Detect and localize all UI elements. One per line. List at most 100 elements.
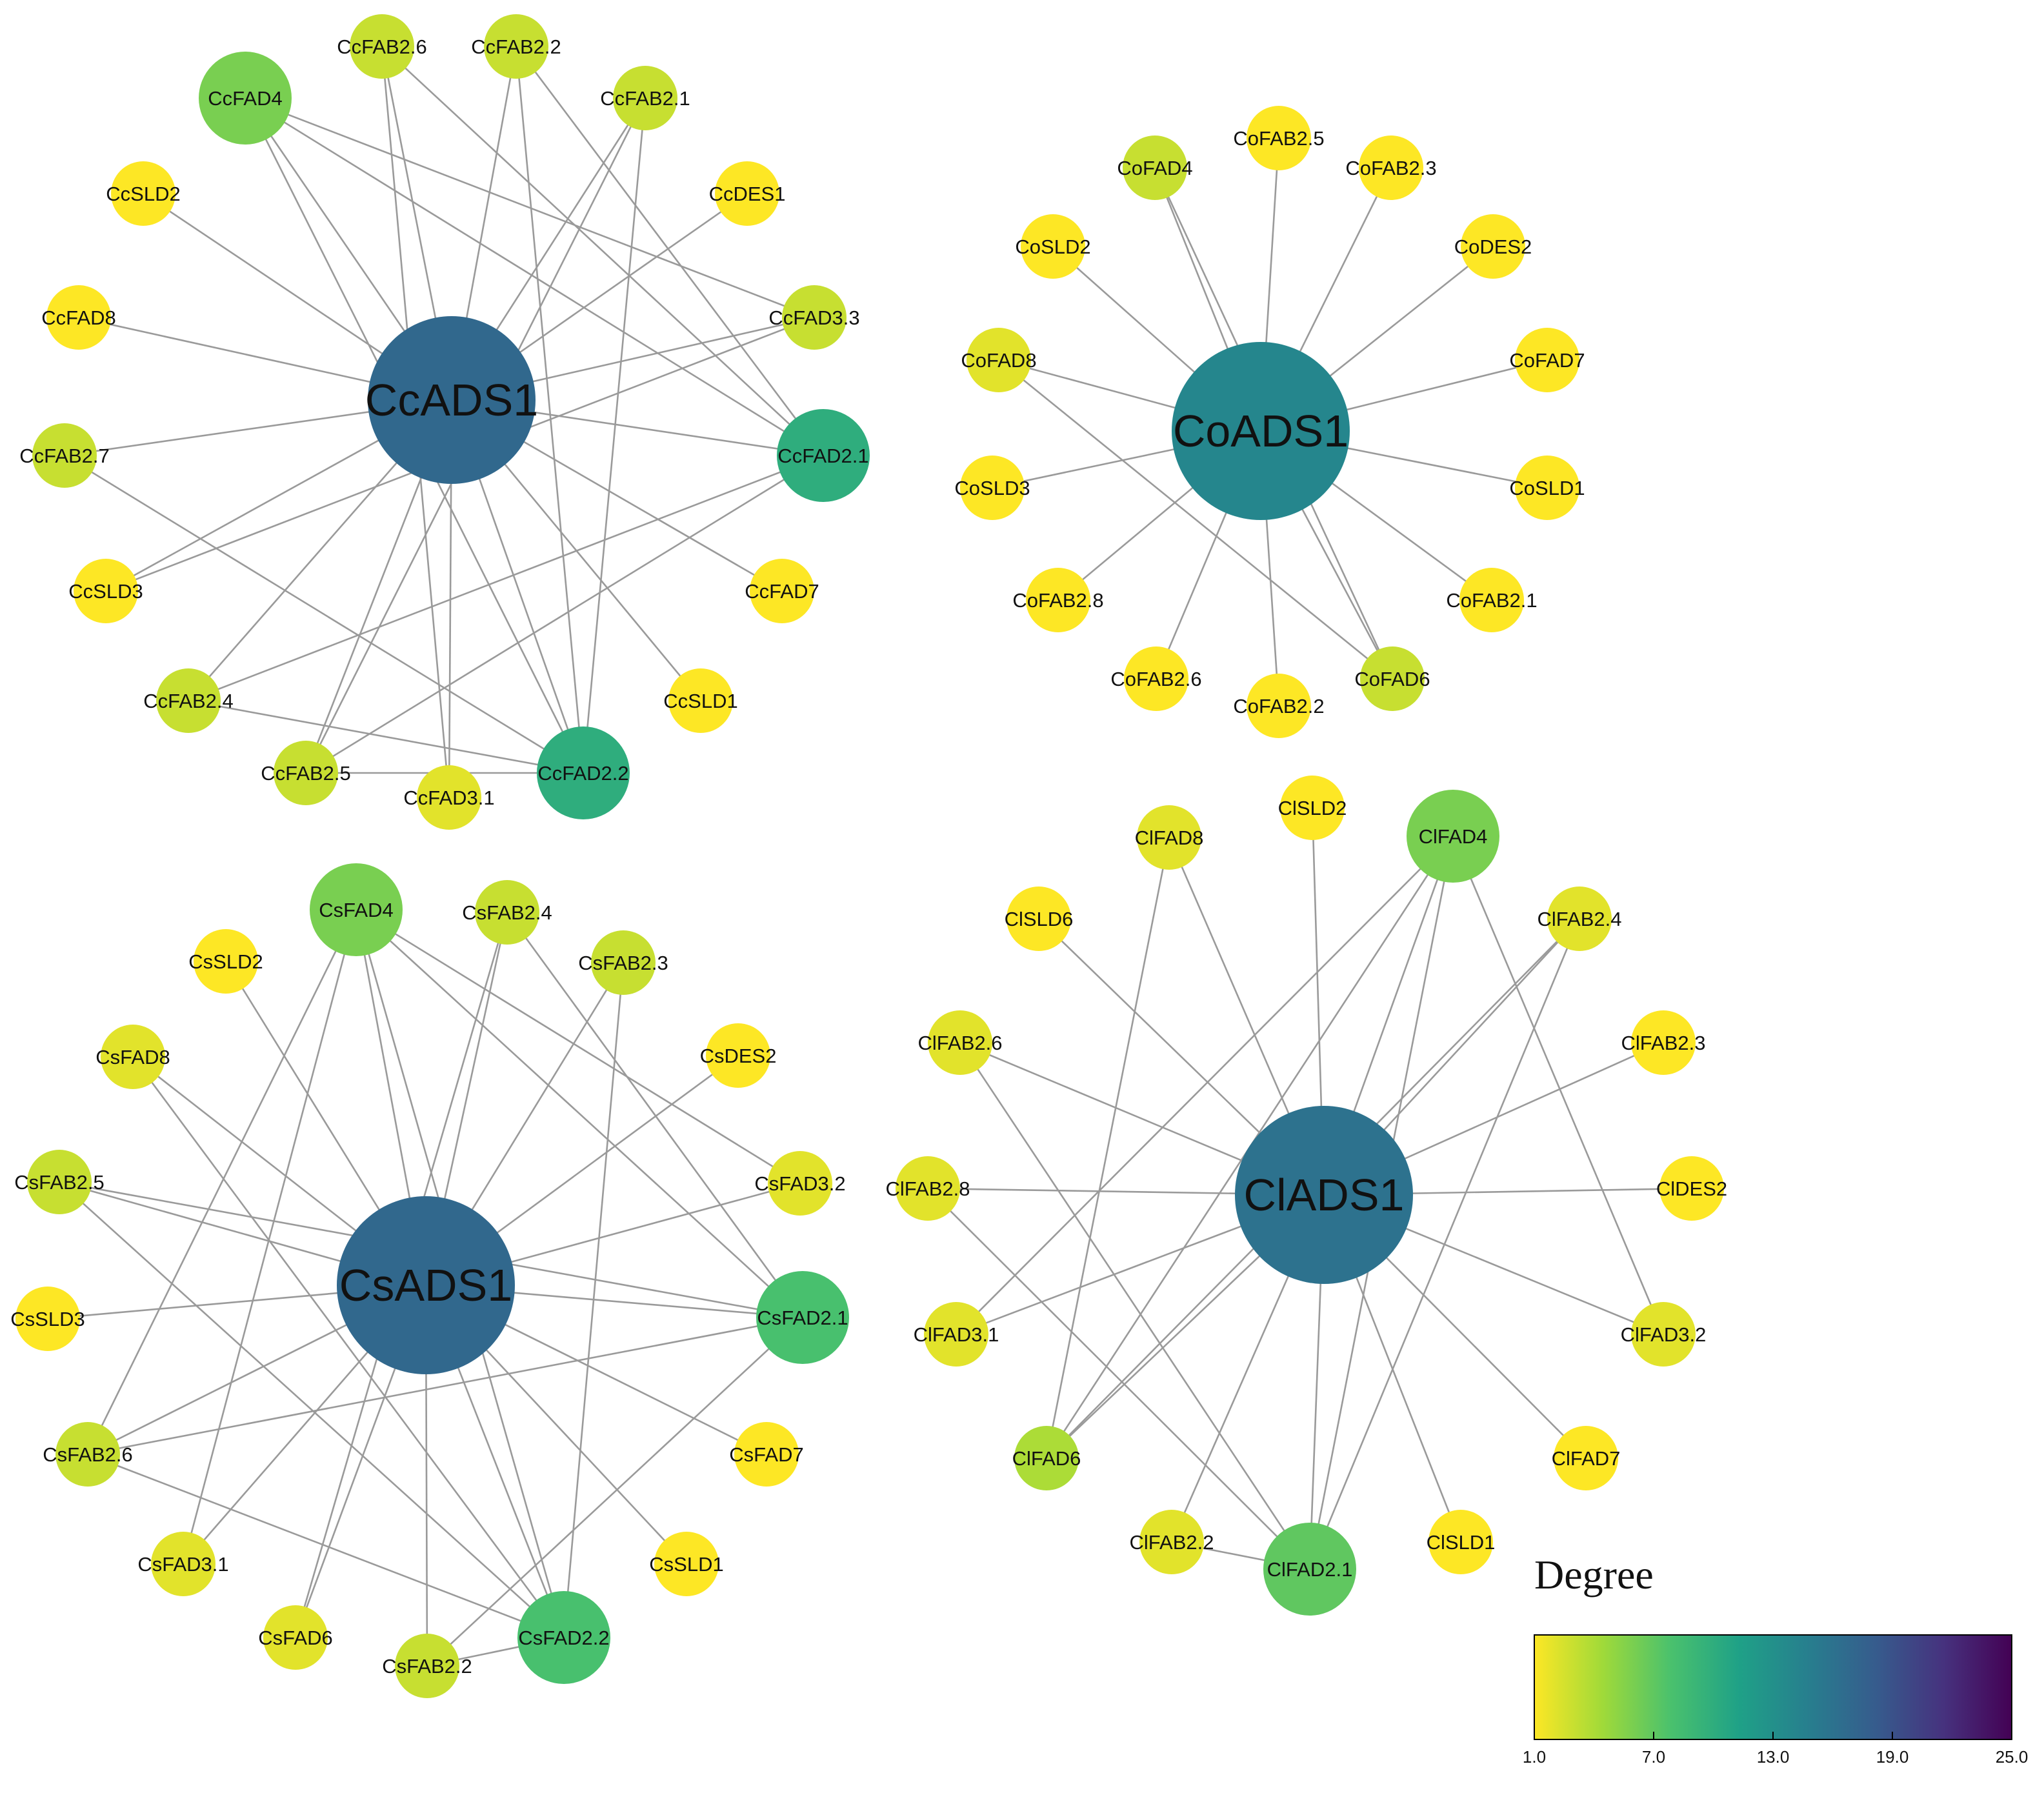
node-csfab2-4: [475, 880, 539, 945]
node-label-ccsld2: CcSLD2: [106, 183, 180, 205]
edge-csfad4-csfab2-6: [86, 909, 357, 1455]
node-csfab2-3: [591, 930, 656, 995]
node-cofad7: [1515, 328, 1579, 392]
legend-tick-label: 7.0: [1642, 1747, 1665, 1767]
node-csfad3-1: [151, 1532, 215, 1596]
node-label-cofab2-2: CoFAB2.2: [1233, 695, 1324, 717]
legend-tick-label: 13.0: [1757, 1747, 1790, 1767]
node-label-codes2: CoDES2: [1454, 235, 1532, 258]
legend-tick-label: 19.0: [1876, 1747, 1909, 1767]
node-label-csfad4: CsFAD4: [319, 899, 393, 921]
node-label-csfad3-2: CsFAD3.2: [754, 1172, 845, 1195]
node-clsld6: [1007, 886, 1071, 951]
node-label-clsld6: ClSLD6: [1005, 908, 1074, 930]
node-cofad4: [1123, 135, 1187, 200]
node-cofab2-5: [1247, 106, 1311, 170]
node-label-ccsld3: CcSLD3: [68, 580, 143, 603]
node-label-cldes2: ClDES2: [1656, 1177, 1727, 1200]
node-ccfad3-3: [782, 285, 847, 350]
node-label-clfab2-2: ClFAB2.2: [1130, 1531, 1214, 1554]
node-clfab2-6: [928, 1010, 992, 1075]
node-label-cssld2: CsSLD2: [188, 950, 263, 973]
node-label-csdes2: CsDES2: [700, 1045, 777, 1067]
legend-tick-label: 1.0: [1523, 1747, 1546, 1767]
edge-csfad4-csfad3-1: [182, 909, 357, 1565]
edge-csfad4-csfad2-1: [356, 909, 803, 1318]
node-csfad8: [101, 1025, 165, 1089]
node-cofad6: [1360, 646, 1425, 711]
hub-node-coads1: [1172, 342, 1350, 520]
node-cosld1: [1515, 456, 1579, 520]
node-cofab2-3: [1359, 135, 1423, 200]
node-label-clfad2-1: ClFAD2.1: [1267, 1558, 1353, 1581]
node-ccfad2-2: [537, 726, 630, 819]
node-label-clfad3-1: ClFAD3.1: [914, 1323, 999, 1346]
node-label-ccfab2-4: CcFAB2.4: [143, 690, 234, 712]
node-label-csfad6: CsFAD6: [258, 1627, 332, 1649]
node-csfad4: [310, 863, 403, 956]
edge-clfab2-6-clfad2-1: [959, 1042, 1311, 1570]
node-label-ccfad3-3: CcFAD3.3: [768, 306, 859, 329]
node-csfad6: [263, 1605, 328, 1670]
node-cssld3: [15, 1287, 80, 1351]
node-ccsld2: [111, 161, 175, 226]
node-label-cofad6: CoFAD6: [1354, 668, 1430, 690]
node-clfad4: [1407, 790, 1499, 883]
node-clfad7: [1554, 1426, 1618, 1490]
node-label-cosld1: CoSLD1: [1509, 477, 1585, 499]
node-csdes2: [706, 1023, 770, 1088]
node-cofad8: [967, 328, 1031, 392]
node-cosld2: [1021, 214, 1085, 279]
node-cofab2-1: [1459, 568, 1524, 632]
edge-ccfab2-7-ccfad2-2: [64, 454, 584, 774]
node-clfab2-3: [1631, 1010, 1696, 1075]
edge-csfab2-5-csfad2-2: [59, 1181, 565, 1638]
node-ccdes1: [715, 161, 779, 226]
node-label-ccfab2-1: CcFAB2.1: [600, 87, 690, 110]
node-cofab2-6: [1124, 646, 1188, 711]
edge-ccfad4-ccfad2-1: [245, 97, 824, 457]
node-label-csfab2-2: CsFAB2.2: [382, 1655, 472, 1678]
node-label-ccfad3-1: CcFAD3.1: [403, 786, 494, 809]
node-label-clsld1: ClSLD1: [1427, 1531, 1496, 1554]
node-label-clsld2: ClSLD2: [1278, 797, 1347, 819]
node-ccfab2-5: [274, 741, 338, 805]
node-ccfad2-1: [777, 409, 870, 502]
node-label-ccfab2-2: CcFAB2.2: [471, 35, 561, 58]
node-label-cssld3: CsSLD3: [10, 1308, 85, 1330]
node-cssld1: [654, 1532, 719, 1596]
edge-csfab2-6-csfad2-1: [87, 1316, 803, 1456]
node-clfab2-8: [896, 1156, 960, 1221]
node-label-csfab2-4: CsFAB2.4: [462, 901, 552, 924]
node-label-clfad4: ClFAD4: [1419, 825, 1488, 848]
edge-clfab2-4-clfad2-1: [1308, 918, 1581, 1570]
node-codes2: [1461, 214, 1525, 279]
hub-label-csads1: CsADS1: [339, 1260, 512, 1310]
node-clsld1: [1428, 1510, 1493, 1574]
node-label-cofad4: CoFAD4: [1117, 157, 1192, 179]
node-label-ccfab2-7: CcFAB2.7: [19, 445, 110, 467]
node-csfad2-1: [756, 1271, 849, 1364]
node-ccfad8: [46, 285, 111, 350]
node-label-cofad7: CoFAD7: [1509, 349, 1585, 372]
node-label-clfab2-6: ClFAB2.6: [918, 1032, 1003, 1054]
node-label-csfab2-5: CsFAB2.5: [14, 1171, 105, 1194]
node-label-csfad2-1: CsFAD2.1: [757, 1307, 848, 1329]
node-label-csfab2-3: CsFAB2.3: [578, 952, 668, 974]
edge-ccfad2-1-ccfab2-5: [305, 454, 824, 774]
edge-csfad8-csfad2-2: [132, 1056, 565, 1638]
edge-ccfab2-2-ccfad2-1: [515, 46, 825, 456]
hub-label-coads1: CoADS1: [1173, 406, 1348, 456]
hub-label-ccads1: CcADS1: [365, 375, 538, 425]
node-csfad7: [734, 1422, 799, 1487]
node-ccfad7: [750, 559, 814, 623]
node-clfad2-1: [1263, 1523, 1356, 1616]
node-ccfad3-1: [417, 765, 481, 830]
edge-csfab2-3-csfad2-2: [563, 962, 625, 1638]
node-label-cofab2-3: CoFAB2.3: [1345, 157, 1436, 179]
hub-node-clads1: [1235, 1106, 1413, 1284]
